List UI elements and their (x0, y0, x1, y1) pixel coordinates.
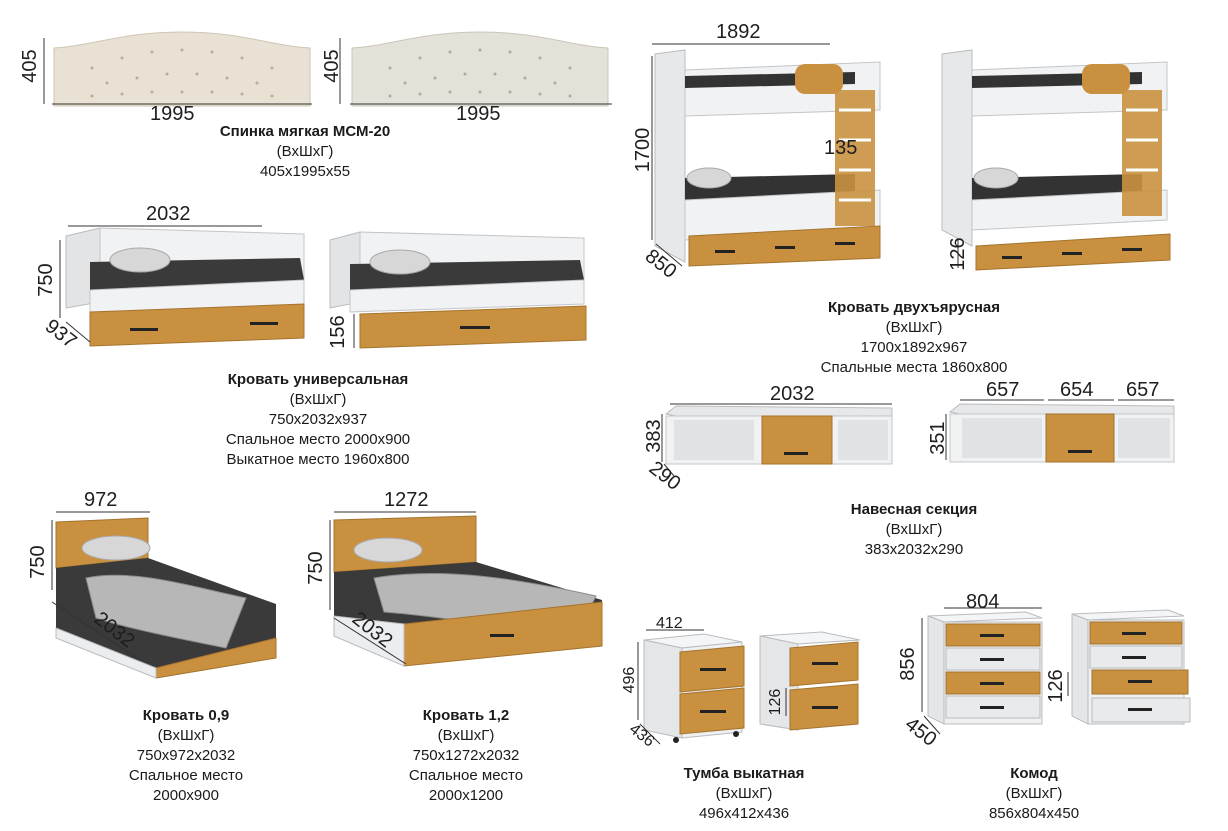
universal-bed-dim-lines (59, 225, 355, 348)
dresser-dim-lines (921, 607, 1069, 735)
wall-section-title: Навесная секция (850, 501, 978, 518)
bed-09-caption: Кровать 0,9 (ВхШхГ) 750х972х2032 Спально… (76, 706, 296, 806)
bed-09-dims-label: (ВхШхГ) (157, 727, 215, 744)
bed-12-dims-label: (ВхШхГ) (437, 727, 495, 744)
bed-09-title: Кровать 0,9 (142, 707, 230, 724)
headboard-title: Спинка мягкая МСМ-20 (219, 123, 391, 140)
bunk-bed-dims-label: (ВхШхГ) (885, 319, 943, 336)
nightstand-title: Тумба выкатная (683, 765, 805, 782)
bunk-bed-caption: Кровать двухъярусная (ВхШхГ) 1700х1892х9… (764, 298, 1064, 378)
nightstand-dims-label: (ВхШхГ) (715, 785, 773, 802)
bed-09-width: 972 (84, 489, 118, 511)
universal-bed-pullout: Выкатное место 1960х800 (226, 451, 410, 468)
bed-12-sleep-l1: Спальное место (408, 767, 524, 784)
bunk-bed-width: 1892 (716, 21, 761, 43)
headboard-caption: Спинка мягкая МСМ-20 (ВхШхГ) 405х1995х55 (180, 122, 430, 182)
universal-bed-width: 2032 (146, 203, 191, 225)
universal-bed-title: Кровать универсальная (227, 371, 409, 388)
dresser-caption: Комод (ВхШхГ) 856х804х450 (944, 764, 1124, 824)
headboard-image-b (351, 31, 609, 107)
bed-09-sleep-l1: Спальное место (128, 767, 244, 784)
nightstand-dims: 496х412х436 (698, 805, 790, 822)
bunk-bed-image-b (941, 49, 1171, 271)
universal-bed-image-b (329, 231, 587, 349)
bed-09-dim-lines (51, 511, 150, 661)
wall-section-caption: Навесная секция (ВхШхГ) 383х2032х290 (764, 500, 1064, 560)
bed-12-width: 1272 (384, 489, 429, 511)
dresser-drawer-height: 126 (1045, 669, 1067, 703)
bunk-bed-title: Кровать двухъярусная (828, 299, 1000, 316)
universal-bed-dims: 750х2032х937 (268, 411, 368, 428)
bed-12-title: Кровать 1,2 (422, 707, 510, 724)
bunk-bed-image-a (654, 49, 881, 267)
universal-bed-image-a (65, 227, 305, 347)
bunk-bed-ladder: 135 (824, 137, 858, 159)
bunk-bed-dim-lines (651, 43, 959, 268)
dresser-height: 856 (897, 647, 919, 681)
universal-bed-caption: Кровать универсальная (ВхШхГ) 750х2032х9… (168, 370, 468, 470)
headboard-width-a: 1995 (150, 103, 195, 125)
headboard-width-b: 1995 (456, 103, 501, 125)
wall-section-image-a (664, 405, 893, 465)
bed-09-sleep-l2: 2000х900 (153, 787, 219, 804)
wall-section-dims: 383х2032х290 (864, 541, 964, 558)
nightstand-width: 412 (656, 615, 683, 632)
bed-12-sleep-l2: 2000х1200 (428, 787, 504, 804)
wall-section-w3: 657 (1126, 379, 1160, 401)
wall-section-dims-label: (ВхШхГ) (885, 521, 943, 538)
dresser-width: 804 (966, 591, 1000, 613)
bed-12-caption: Кровать 1,2 (ВхШхГ) 750х1272х2032 Спальн… (356, 706, 576, 806)
universal-bed-dims-label: (ВхШхГ) (289, 391, 347, 408)
headboard-dims: 405х1995х55 (259, 163, 351, 180)
bed-12-image (333, 515, 603, 667)
dresser-dims: 856х804х450 (988, 805, 1080, 822)
bed-12-dims: 750х1272х2032 (412, 747, 520, 764)
wall-section-w2: 654 (1060, 379, 1094, 401)
dresser-image-a (927, 611, 1043, 725)
headboard-image-a (53, 31, 311, 107)
wall-section-w1: 657 (986, 379, 1020, 401)
bed-12-dim-lines (329, 511, 476, 665)
nightstand-image-a (643, 633, 745, 743)
bunk-bed-sleep: Спальные места 1860х800 (820, 359, 1008, 376)
bed-09-dims: 750х972х2032 (136, 747, 236, 764)
bunk-bed-dims: 1700х1892х967 (860, 339, 968, 356)
headboard-dim-lines (43, 38, 612, 105)
nightstand-dim-lines (637, 629, 787, 745)
wall-section-image-b (948, 403, 1175, 463)
wall-section-dim-lines (661, 399, 1174, 477)
dresser-title: Комод (1010, 765, 1058, 782)
nightstand-image-b (759, 631, 861, 731)
dresser-dims-label: (ВхШхГ) (1005, 785, 1063, 802)
headboard-dims-label: (ВхШхГ) (276, 143, 334, 160)
nightstand-caption: Тумба выкатная (ВхШхГ) 496х412х436 (654, 764, 834, 824)
wall-section-width: 2032 (770, 383, 815, 405)
dresser-image-b (1071, 609, 1191, 725)
universal-bed-sleep: Спальное место 2000х900 (225, 431, 411, 448)
